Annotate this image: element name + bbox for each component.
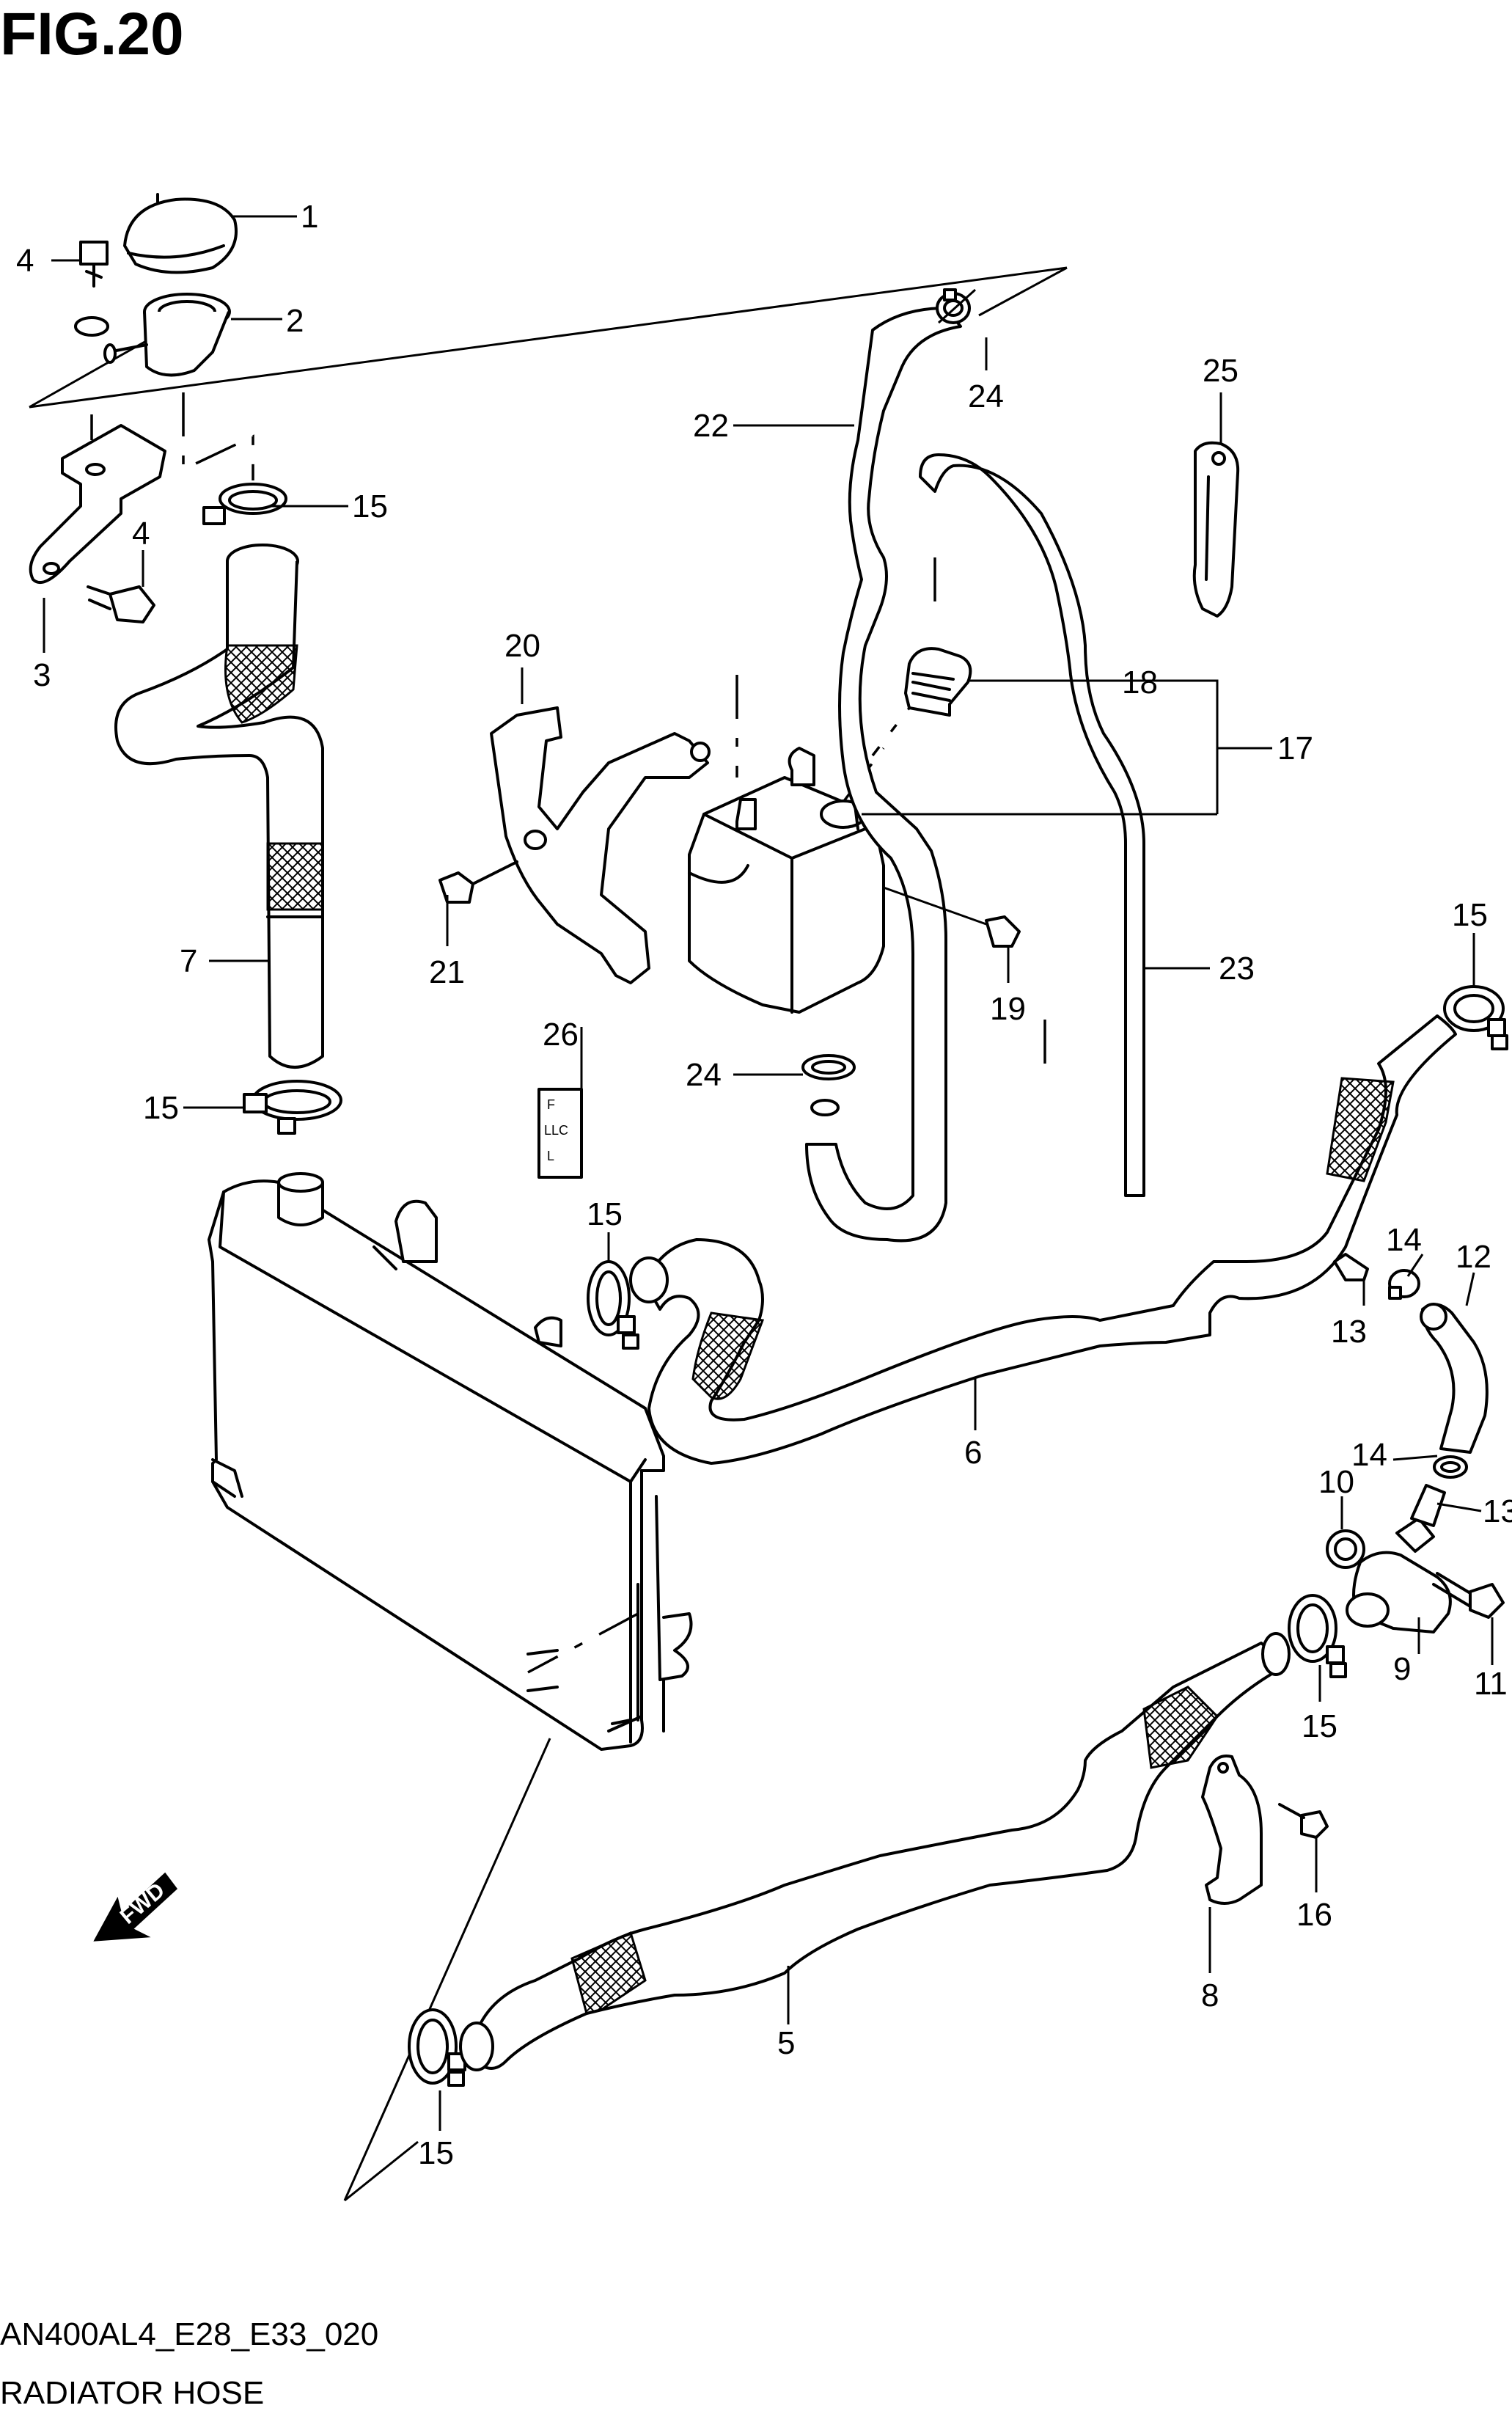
callout-12: 12: [1456, 1239, 1491, 1275]
o-ring-10: [1326, 1529, 1365, 1569]
callout-15-upper: 15: [352, 489, 388, 524]
callout-1: 1: [301, 199, 318, 235]
callout-15-hose6-left: 15: [587, 1196, 623, 1232]
coolant-label-line3: L: [547, 1149, 554, 1163]
callout-15-hose6-right: 15: [1452, 897, 1488, 933]
hose-clamp-15-hose6-left: [587, 1260, 639, 1350]
bolt-16: [1278, 1803, 1329, 1839]
reservoir-hose-22: [805, 307, 962, 1243]
section-name: RADIATOR HOSE: [0, 2375, 265, 2411]
bolt-19: [985, 915, 1021, 948]
callout-21: 21: [429, 954, 465, 990]
union-13-lower: [1410, 1484, 1446, 1527]
clip-24-upper: [936, 288, 971, 324]
reservoir-bracket-20: [490, 706, 711, 984]
callout-24-lower: 24: [686, 1057, 722, 1093]
callout-3: 3: [33, 657, 51, 693]
hose-clamp-15-hose5-left: [408, 2008, 466, 2087]
hose-clamp-15-hose5-right: [1288, 1594, 1347, 1678]
callout-numbers: 1 2 3 4 4 5 6 7 8 9 10 11 12 13 13 14 14…: [16, 199, 1512, 2171]
coolant-label-line1: F: [547, 1097, 555, 1112]
water-outlet-9: [1346, 1517, 1452, 1633]
upper-radiator-hose: [114, 544, 324, 1069]
bypass-hose-12: [1420, 1303, 1489, 1454]
bolt-11: [1432, 1572, 1505, 1619]
callout-19: 19: [990, 991, 1026, 1027]
callout-13-upper: 13: [1331, 1314, 1367, 1350]
callout-leader-lines: [43, 215, 1494, 2131]
callout-15-hose5-right: 15: [1302, 1708, 1337, 1744]
callout-7: 7: [180, 943, 197, 979]
forward-direction-marker: FWD: [93, 1872, 178, 1942]
hose-clamp-15-radiator-inlet: [243, 1080, 342, 1135]
model-code: AN400AL4_E28_E33_020: [0, 2316, 379, 2352]
union-13-upper: [1333, 1253, 1369, 1281]
clip-24-lower: [801, 1054, 856, 1116]
callout-26: 26: [543, 1017, 579, 1053]
bolt-4-lower: [87, 585, 155, 623]
callout-6: 6: [964, 1435, 982, 1471]
callout-14-upper: 14: [1386, 1222, 1422, 1258]
radiator-cap: [123, 193, 238, 274]
callout-15-radiator: 15: [143, 1090, 179, 1126]
coolant-label-line2: LLC: [544, 1123, 568, 1138]
callout-17: 17: [1277, 731, 1313, 767]
callout-15-hose5-left: 15: [418, 2135, 454, 2171]
reservoir-tank: [688, 747, 885, 1014]
callout-4-lower: 4: [132, 516, 150, 552]
filler-neck: [74, 293, 231, 377]
breather-hose-23: [919, 453, 1145, 1197]
callout-24-upper: 24: [968, 378, 1004, 414]
radiator-hose-5: [459, 1632, 1291, 2071]
radiator-core: [208, 1172, 693, 1751]
radiator-hose-6: [629, 1014, 1457, 1465]
callout-18: 18: [1122, 665, 1158, 700]
callout-9: 9: [1393, 1651, 1411, 1687]
callout-23: 23: [1219, 951, 1255, 987]
callout-5: 5: [777, 2025, 795, 2061]
callout-16: 16: [1296, 1897, 1332, 1933]
callout-22: 22: [693, 408, 729, 444]
callout-25: 25: [1203, 353, 1238, 389]
callout-4-upper: 4: [16, 243, 34, 279]
band-25: [1192, 441, 1240, 618]
callout-11: 11: [1474, 1666, 1508, 1702]
callout-8: 8: [1201, 1978, 1219, 2013]
hose-clamp-15-upper: [202, 483, 287, 525]
reservoir-cap-18: [904, 647, 972, 717]
hose-clamp-15-hose6-right: [1443, 985, 1508, 1050]
clip-14-lower: [1433, 1455, 1468, 1479]
callout-14-lower: 14: [1351, 1437, 1387, 1473]
bolt-21: [438, 860, 518, 904]
callout-10: 10: [1318, 1464, 1354, 1500]
clip-14-upper: [1388, 1269, 1420, 1300]
radiator-bracket: [29, 424, 166, 584]
coolant-label-26: F LLC L: [537, 1088, 583, 1179]
callout-2: 2: [286, 303, 304, 339]
callout-20: 20: [504, 628, 540, 664]
bolt-4-upper: [79, 241, 109, 288]
hose-bracket-8: [1201, 1755, 1263, 1905]
figure-title: FIG.20: [0, 1, 184, 67]
callout-13-lower: 13: [1483, 1493, 1512, 1529]
